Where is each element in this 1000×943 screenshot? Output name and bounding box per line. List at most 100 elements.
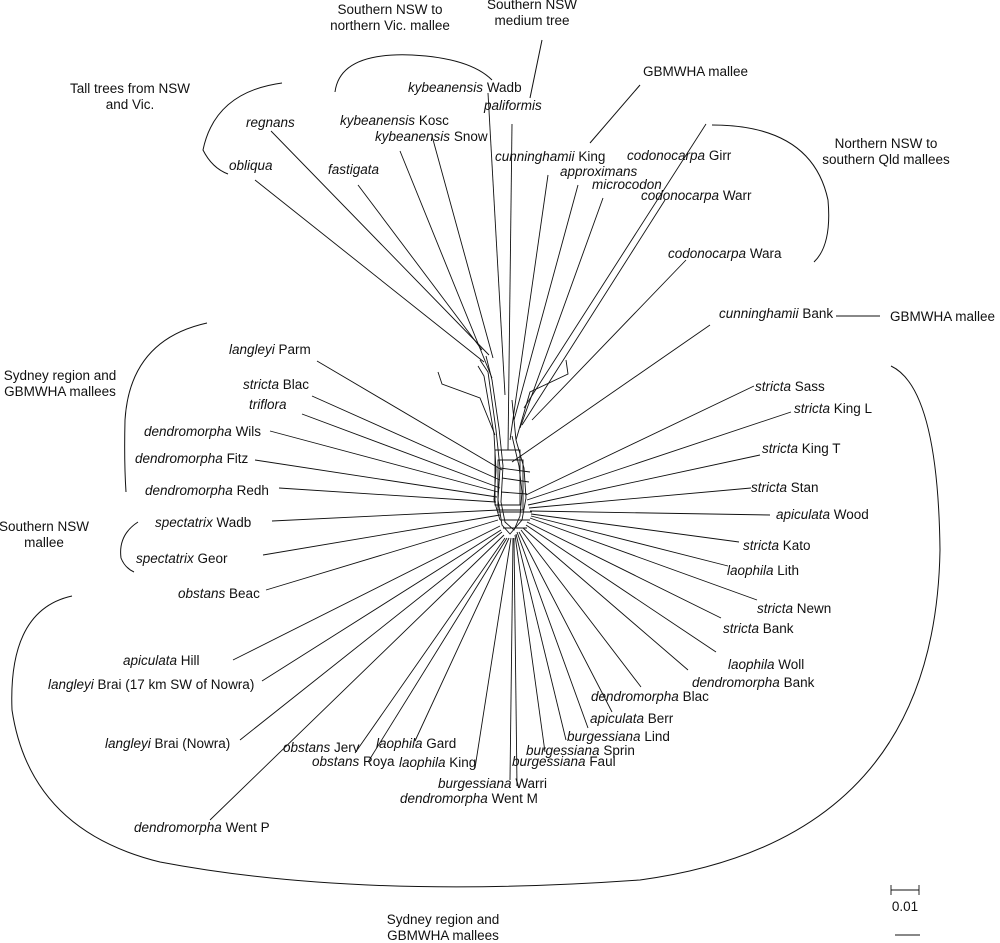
taxon-label: kybeanensis Snow [375, 129, 488, 144]
taxon-site: Snow [450, 129, 488, 144]
taxon-species: langleyi [229, 342, 276, 357]
taxon-label: apiculata Hill [123, 653, 200, 668]
taxon-label: obstans Roya [312, 754, 395, 769]
taxon-label: stricta Sass [755, 379, 825, 394]
branch-22 [265, 519, 499, 591]
group-label-line: Southern NSW [487, 0, 577, 12]
taxon-species: cunninghamii [495, 149, 576, 164]
taxon-label: stricta Bank [723, 621, 794, 636]
taxon-site: Wood [830, 507, 869, 522]
group-label-line: mallee [24, 535, 64, 550]
network-core-edge [479, 359, 527, 535]
branch-29 [414, 537, 510, 742]
taxon-site: Roya [359, 754, 395, 769]
taxon-site: Hill [177, 653, 200, 668]
group-label-line: medium tree [494, 13, 569, 28]
taxon-species: laophila [728, 657, 775, 672]
network-core-edge [494, 449, 521, 506]
branch-48 [525, 385, 755, 496]
taxon-label: burgessiana Lind [567, 729, 670, 744]
branch-0 [270, 130, 490, 356]
group-label-line: Southern NSW to [337, 2, 442, 17]
branch-27 [354, 537, 506, 754]
taxon-label: approximans [560, 164, 638, 179]
taxon-site: Woll [775, 657, 805, 672]
branch-28 [367, 537, 508, 763]
taxon-label: dendromorpha Fitz [135, 451, 249, 466]
taxon-species: langleyi [105, 736, 152, 751]
taxon-label: codonocarpa Wara [668, 246, 782, 261]
taxon-species: kybeanensis [340, 113, 415, 128]
taxon-label: paliformis [483, 98, 542, 113]
taxon-species: kybeanensis [408, 80, 483, 95]
taxon-site: Kosc [415, 113, 449, 128]
taxon-label: laophila Gard [376, 736, 456, 751]
branch-42 [530, 515, 729, 567]
taxon-label: dendromorpha Went M [400, 791, 538, 806]
group-bracket-7 [120, 521, 139, 573]
taxon-species: burgessiana [512, 754, 586, 769]
taxon-species: microcodon [592, 177, 662, 192]
taxon-site: Faul [586, 754, 616, 769]
taxon-site: Redh [233, 483, 269, 498]
taxon-species: obstans [283, 740, 331, 755]
taxon-site: Brai (Nowra) [151, 736, 231, 751]
group-label-line: GBMWHA mallees [387, 928, 499, 943]
taxon-site: Fitz [223, 451, 249, 466]
branch-34 [515, 533, 567, 741]
taxon-label: cunninghamii Bank [719, 306, 833, 321]
taxon-site: Kato [779, 538, 811, 553]
taxon-species: spectatrix [136, 551, 195, 566]
taxon-species: obstans [178, 586, 226, 601]
branch-12 [531, 259, 687, 421]
branch-40 [526, 521, 722, 619]
network-core [437, 355, 569, 535]
taxon-site: Warri [512, 776, 548, 791]
taxon-species: paliformis [483, 98, 542, 113]
taxon-site: Parm [275, 342, 311, 357]
branch-30 [474, 537, 512, 769]
taxon-label: fastigata [328, 162, 380, 177]
taxon-species: cunninghamii [719, 306, 800, 321]
branch-16 [301, 413, 501, 489]
taxon-label: stricta King L [794, 401, 873, 416]
taxon-site: Warr [719, 188, 752, 203]
taxon-species: langleyi [48, 677, 95, 692]
taxon-species: burgessiana [567, 729, 641, 744]
taxon-site: Lind [641, 729, 670, 744]
taxon-label: codonocarpa Girr [627, 148, 732, 163]
network-core-edge [515, 359, 569, 441]
taxon-species: approximans [560, 164, 638, 179]
taxon-species: obliqua [229, 158, 273, 173]
branch-18 [254, 459, 498, 498]
taxon-label: stricta Newn [757, 601, 831, 616]
branch-1 [254, 179, 485, 363]
branch-25 [239, 531, 503, 741]
branch-35 [516, 531, 589, 729]
taxon-site: Stan [787, 480, 819, 495]
taxon-species: stricta [751, 480, 787, 495]
branch-20 [271, 509, 500, 522]
taxon-site: Sass [791, 379, 825, 394]
taxon-species: laophila [727, 563, 774, 578]
taxon-species: stricta [762, 441, 798, 456]
branch-6 [507, 123, 513, 451]
taxon-label: dendromorpha Redh [145, 483, 269, 498]
taxon-site: Lith [774, 563, 800, 578]
taxon-site: Geor [194, 551, 228, 566]
taxon-label: cunninghamii King [495, 149, 605, 164]
taxon-species: triflora [249, 397, 287, 412]
taxon-site: Jerv [330, 740, 360, 755]
network-branches [209, 92, 792, 821]
group-bracket-0 [334, 54, 493, 93]
branch-45 [528, 487, 752, 509]
group-bracket-2 [202, 82, 283, 175]
taxon-label: stricta Stan [751, 480, 819, 495]
taxon-species: dendromorpha [692, 675, 780, 690]
taxon-species: stricta [757, 601, 793, 616]
taxon-site: Went P [222, 820, 270, 835]
